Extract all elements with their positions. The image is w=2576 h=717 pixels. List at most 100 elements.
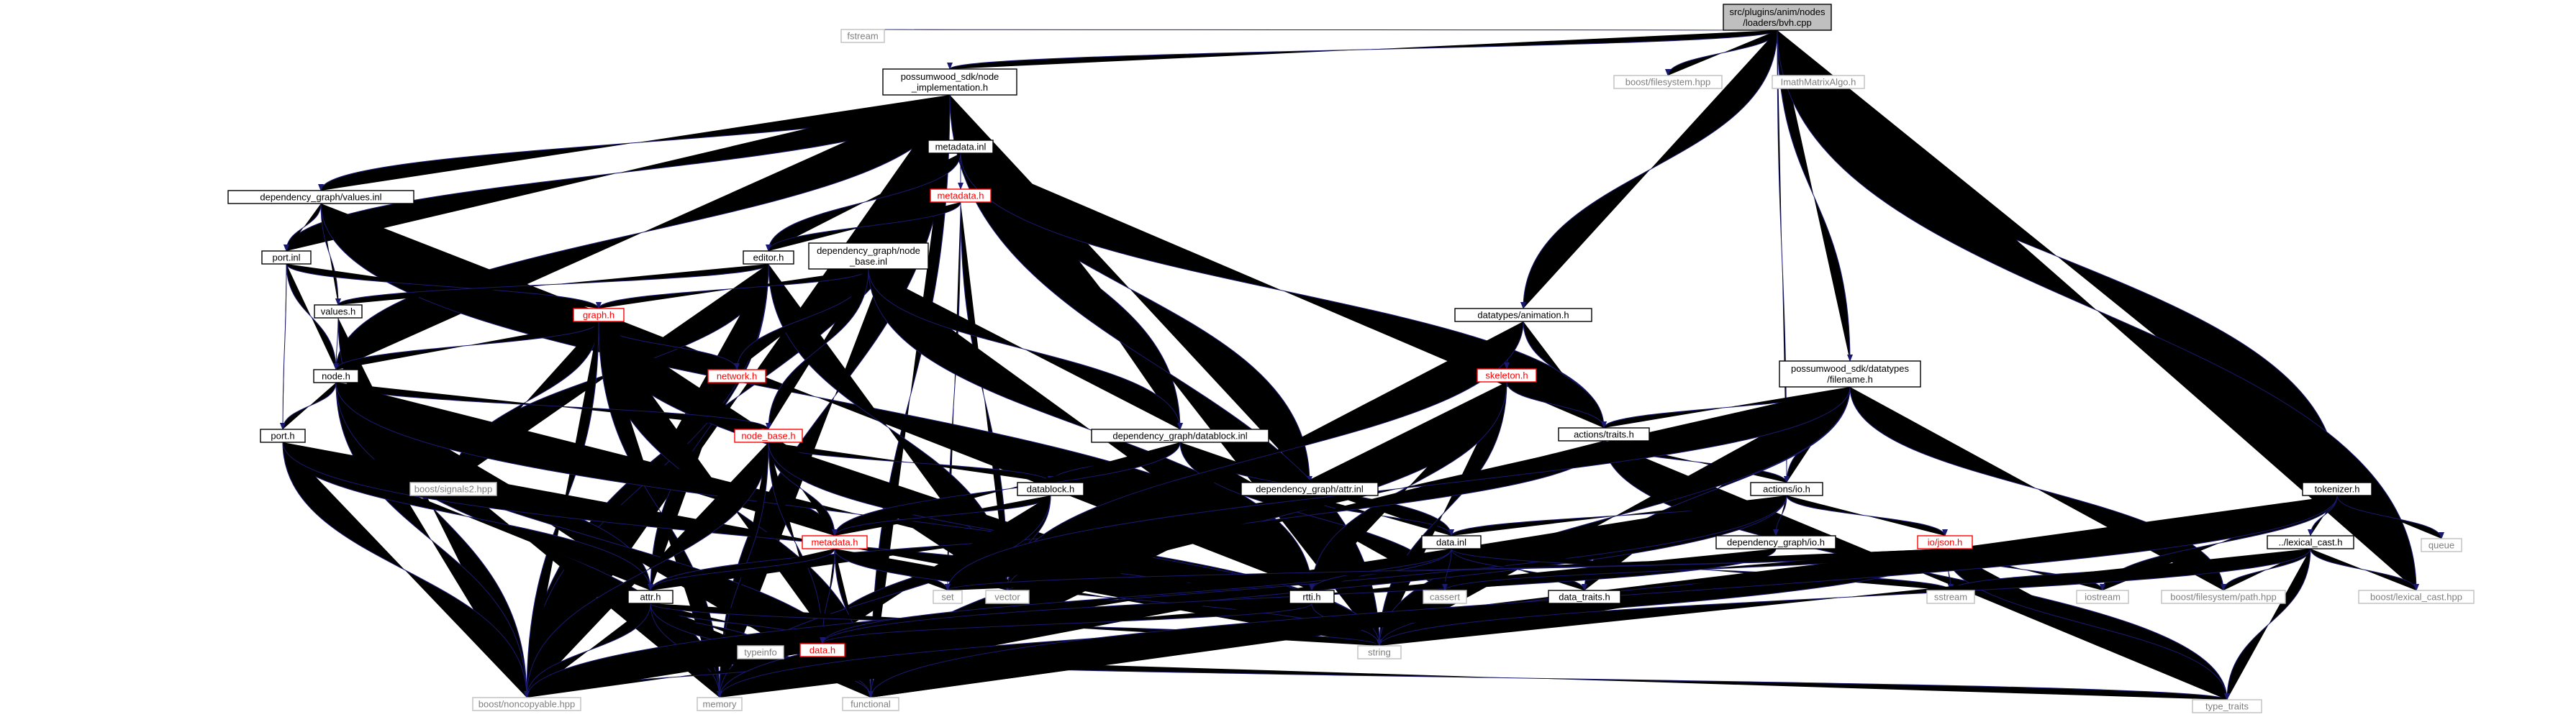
node-datainl-label: data.inl: [1436, 537, 1466, 548]
node-queue: queue: [2421, 538, 2462, 552]
node-string-box: [1357, 645, 1402, 659]
node-anim-box: [1454, 308, 1592, 322]
node-memory-label: memory: [703, 699, 737, 710]
node-nodeh[interactable]: node.h: [313, 369, 359, 383]
node-bfspath-box: [2161, 590, 2286, 604]
edge-metah1-to-vector: [960, 201, 1010, 591]
node-filename-label: /filename.h: [1827, 374, 1873, 385]
node-lexcast[interactable]: ../lexical_cast.h: [2267, 535, 2354, 549]
node-nodebase[interactable]: node_base.h: [734, 429, 803, 443]
node-skeleton[interactable]: skeleton.h: [1477, 368, 1537, 383]
node-iostream-label: iostream: [2085, 592, 2121, 603]
node-attrinl[interactable]: dependency_graph/attr.inl: [1241, 482, 1379, 496]
node-cassert-label: cassert: [1430, 592, 1460, 603]
edge-dbinl-to-metah2: [832, 442, 1181, 536]
node-nodebase-box: [734, 429, 803, 443]
node-rtti[interactable]: rtti.h: [1289, 590, 1335, 604]
edge-metainl-to-editor: [766, 152, 961, 252]
node-functional-box: [842, 697, 899, 711]
node-iohdep[interactable]: dependency_graph/io.h: [1715, 535, 1836, 549]
node-anim-label: datatypes/animation.h: [1477, 310, 1569, 321]
node-datablock-box: [1017, 482, 1084, 496]
node-dbinl[interactable]: dependency_graph/datablock.inl: [1091, 429, 1269, 443]
node-values[interactable]: values.h: [314, 304, 363, 319]
node-cassert-box: [1423, 590, 1467, 604]
node-graph[interactable]: graph.h: [573, 308, 625, 322]
edge-root-to-filename: [1777, 29, 1853, 362]
edge-nbinl-to-graph: [596, 268, 869, 309]
node-io[interactable]: actions/io.h: [1750, 482, 1823, 496]
node-valinl-box: [227, 190, 414, 204]
node-datainl-box: [1421, 535, 1482, 549]
node-skeleton-box: [1477, 368, 1537, 383]
node-nbinl-label: dependency_graph/node: [817, 245, 920, 256]
node-set: set: [933, 590, 963, 604]
node-sstream-label: sstream: [1934, 592, 1967, 603]
node-root-box: [1723, 4, 1832, 31]
node-editor-box: [743, 250, 794, 265]
node-valinl[interactable]: dependency_graph/values.inl: [227, 190, 414, 204]
node-iohdep-label: dependency_graph/io.h: [1727, 537, 1825, 548]
edge-nodebase-to-noncopy: [524, 442, 769, 698]
edge-lexcast-to-string: [1377, 548, 2311, 647]
node-bfspath-label: boost/filesystem/path.hpp: [2170, 592, 2276, 603]
node-memory-box: [697, 697, 743, 711]
node-root-label: src/plugins/anim/nodes: [1730, 6, 1826, 17]
node-metainl-box: [928, 140, 994, 154]
edge-nbinl-to-nodebase: [766, 268, 869, 430]
node-filename-box: [1779, 360, 1921, 388]
node-editor[interactable]: editor.h: [743, 250, 794, 265]
node-attrh[interactable]: attr.h: [627, 590, 674, 604]
node-set-label: set: [941, 592, 954, 603]
node-imath-box: [1772, 75, 1865, 89]
edge-porth-to-noncopy: [282, 442, 530, 698]
edge-metah2-to-attrh: [648, 548, 835, 591]
node-metah1-box: [930, 188, 992, 203]
node-porth[interactable]: port.h: [260, 429, 306, 443]
node-metah2[interactable]: metadata.h: [802, 535, 868, 549]
node-network-label: network.h: [717, 371, 757, 382]
edge-nbinl-to-dbinl: [868, 268, 1183, 430]
node-datablock[interactable]: datablock.h: [1017, 482, 1084, 496]
node-impl[interactable]: possumwood_sdk/node_implementation.h: [882, 68, 1017, 96]
edge-metainl-to-traits: [960, 152, 1607, 429]
node-iostream: iostream: [2076, 590, 2129, 604]
node-fstream: fstream: [840, 29, 885, 43]
node-traits-label: actions/traits.h: [1574, 429, 1634, 440]
edge-metah1-to-editor: [766, 201, 961, 252]
node-json[interactable]: io/json.h: [1917, 535, 1973, 549]
node-signals: boost/signals2.hpp: [409, 482, 497, 496]
node-datainl[interactable]: data.inl: [1421, 535, 1482, 549]
node-portinl[interactable]: port.inl: [261, 250, 312, 265]
node-datatraits-label: data_traits.h: [1559, 592, 1610, 603]
node-datatraits-box: [1548, 590, 1621, 604]
node-metah1[interactable]: metadata.h: [930, 188, 992, 203]
node-datah[interactable]: data.h: [799, 643, 845, 657]
node-typetraits: type_traits: [2192, 699, 2262, 713]
node-queue-box: [2421, 538, 2462, 552]
node-traits[interactable]: actions/traits.h: [1558, 427, 1650, 442]
node-network[interactable]: network.h: [707, 369, 766, 383]
node-tokenizer[interactable]: tokenizer.h: [2302, 482, 2372, 496]
edge-graph-to-nodeh: [333, 321, 599, 370]
node-root[interactable]: src/plugins/anim/nodes/loaders/bvh.cpp: [1723, 4, 1832, 31]
node-datatraits[interactable]: data_traits.h: [1548, 590, 1621, 604]
node-signals-box: [409, 482, 497, 496]
node-rtti-label: rtti.h: [1302, 592, 1320, 603]
node-nbinl[interactable]: dependency_graph/node_base.inl: [808, 242, 929, 270]
node-porth-box: [260, 429, 306, 443]
node-iohdep-box: [1715, 535, 1836, 549]
node-nodeh-box: [313, 369, 359, 383]
node-anim[interactable]: datatypes/animation.h: [1454, 308, 1592, 322]
node-string: string: [1357, 645, 1402, 659]
edge-io-to-json: [1786, 495, 1948, 536]
node-sstream: sstream: [1926, 590, 1975, 604]
node-nodebase-label: node_base.h: [741, 431, 795, 442]
node-filename[interactable]: possumwood_sdk/datatypes/filename.h: [1779, 360, 1921, 388]
node-vector: vector: [985, 590, 1030, 604]
edge-root-to-impl: [947, 29, 1778, 70]
node-imath: ImathMatrixAlgo.h: [1772, 75, 1865, 89]
node-io-label: actions/io.h: [1763, 484, 1810, 495]
node-metainl[interactable]: metadata.inl: [928, 140, 994, 154]
node-attrinl-box: [1241, 482, 1379, 496]
